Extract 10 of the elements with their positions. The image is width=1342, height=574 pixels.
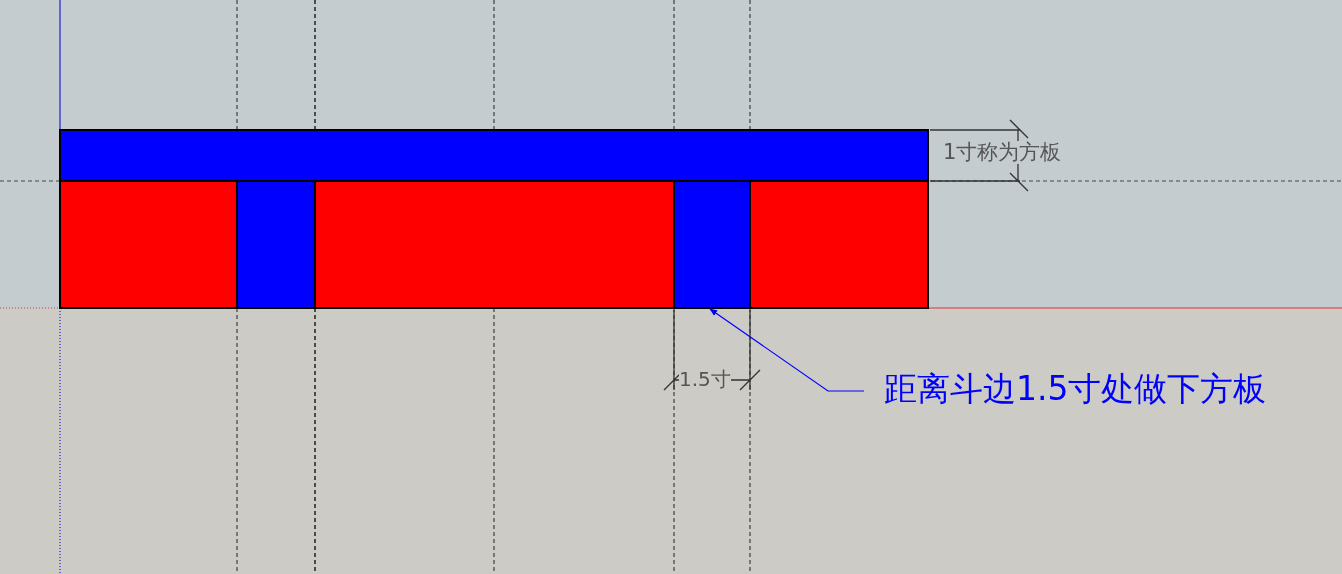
board-panel — [237, 181, 315, 308]
side-panel — [60, 181, 237, 308]
side-panel — [750, 181, 928, 308]
board-panel — [674, 181, 750, 308]
top-board — [60, 130, 928, 181]
dimension-label: 1寸称为方板 — [943, 141, 1062, 165]
side-panel — [315, 181, 674, 308]
annotation-text: 距离斗边1.5寸处做下方板 — [884, 369, 1267, 408]
leader-line — [709, 308, 865, 392]
dimension-label: 1.5寸 — [679, 368, 731, 390]
